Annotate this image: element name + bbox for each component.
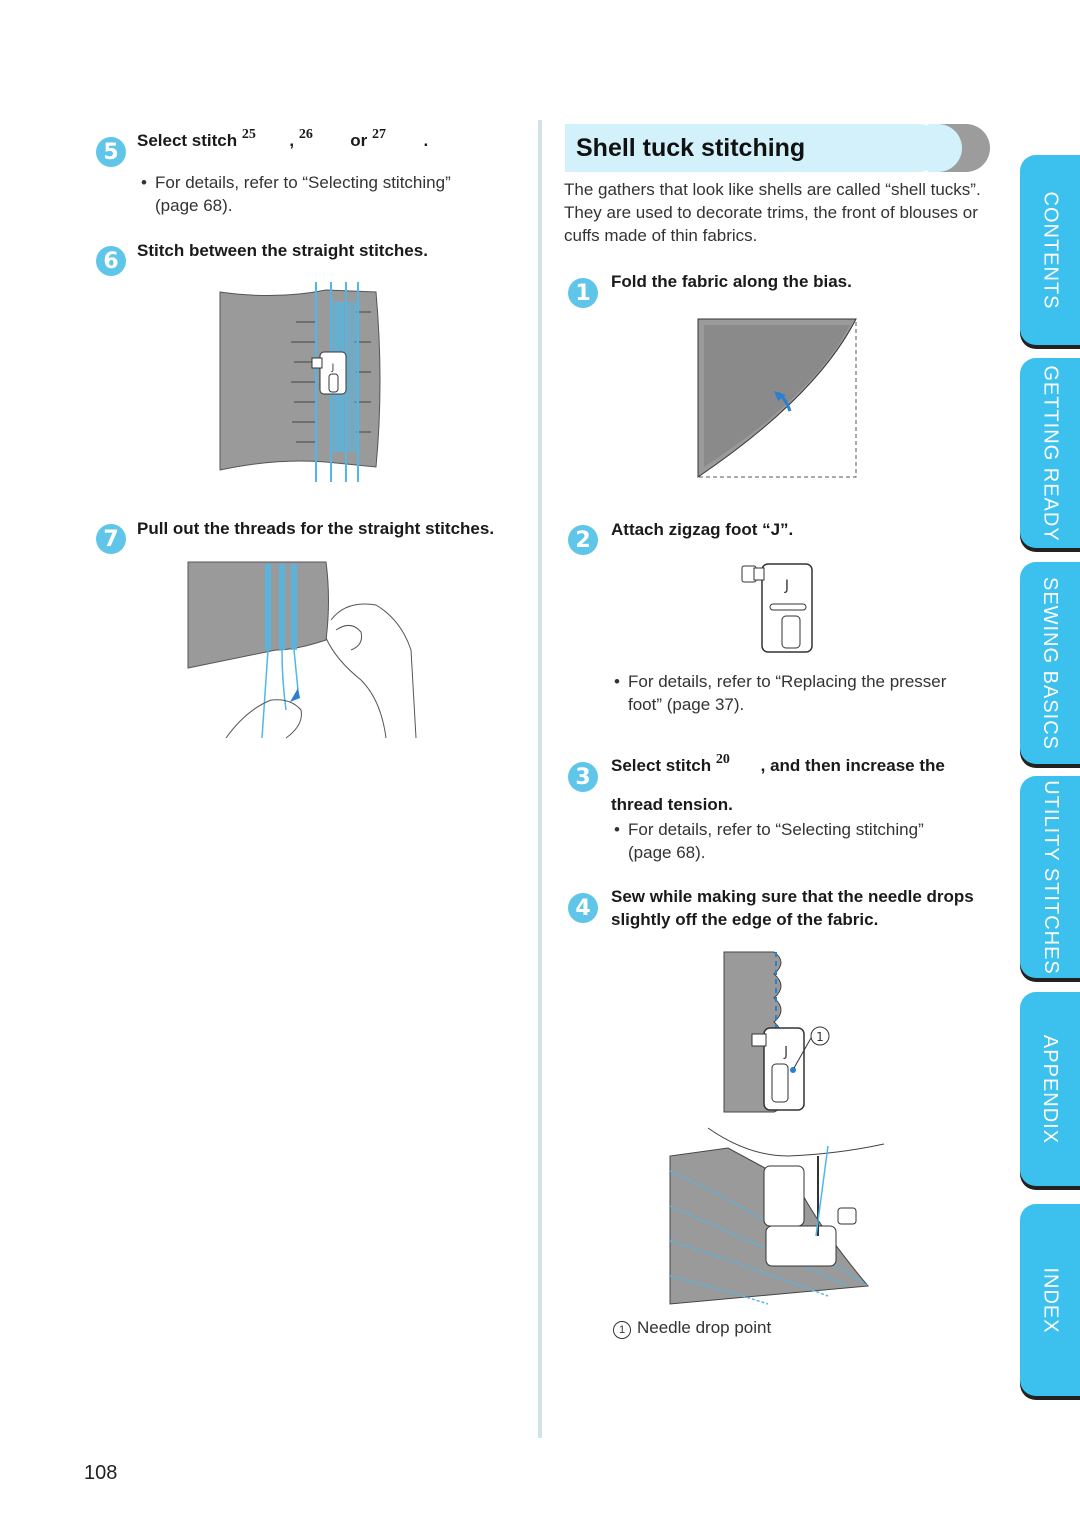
fold-fabric-illustration — [697, 318, 857, 478]
foot-letter-j: J — [784, 578, 789, 594]
step-4-title-line1: Sew while making sure that the needle dr… — [611, 887, 974, 906]
step-3-bullet: •For details, refer to “Selecting stitch… — [614, 820, 924, 862]
step-3-title-line2: thread tension. — [611, 795, 733, 814]
stitch-26: 26 — [298, 127, 313, 142]
tab-index[interactable]: INDEX — [1020, 1204, 1080, 1396]
step-7-title: Pull out the threads for the straight st… — [137, 519, 495, 538]
step-1-title: Fold the fabric along the bias. — [611, 272, 852, 291]
tab-contents-label: CONTENTS — [1039, 191, 1062, 309]
stitch-27: 27 — [372, 127, 387, 142]
step-5-prefix: Select stitch — [137, 131, 238, 150]
callout-1: 1 — [816, 1030, 824, 1044]
step-3-title: Select stitch 20 , and then increase the — [611, 752, 945, 776]
step-5-number: 5 — [96, 137, 126, 167]
step-5-bullet: •For details, refer to “Selecting stitch… — [141, 173, 451, 215]
section-title: Shell tuck stitching — [576, 134, 806, 162]
tab-index-label: INDEX — [1039, 1266, 1062, 1334]
tab-getting-ready[interactable]: GETTING READY — [1020, 358, 1080, 548]
foot-letter-j-small: J — [331, 363, 335, 373]
step-5-end: . — [423, 131, 429, 150]
tab-appendix-label: APPENDIX — [1039, 1034, 1062, 1144]
step-5-bullet-text: For details, refer to “Selecting stitchi… — [155, 173, 451, 215]
step-3-bullet-text: For details, refer to “Selecting stitchi… — [628, 820, 924, 862]
column-divider — [538, 120, 542, 1438]
caption-callout: 1 — [613, 1321, 631, 1339]
step-2-bullet-text: For details, refer to “Replacing the pre… — [628, 672, 947, 714]
step-4-title-line2: slightly off the edge of the fabric. — [611, 910, 879, 929]
stitch-20: 20 — [715, 752, 730, 767]
step-5-sep: , — [289, 131, 295, 150]
tab-sewing-basics[interactable]: SEWING BASICS — [1020, 562, 1080, 764]
tab-appendix[interactable]: APPENDIX — [1020, 992, 1080, 1186]
pull-threads-illustration — [187, 561, 417, 739]
step-7-number: 7 — [96, 524, 126, 554]
step-6-title: Stitch between the straight stitches. — [137, 241, 428, 260]
sewing-shell-tuck-illustration — [669, 1127, 885, 1305]
tab-utility-stitches[interactable]: UTILITY STITCHES — [1020, 776, 1080, 978]
figure-caption: 1 Needle drop point — [613, 1316, 771, 1339]
step-1-number: 1 — [568, 278, 598, 308]
zigzag-foot-j-illustration: J — [741, 563, 813, 653]
step-3-prefix: Select stitch — [611, 756, 712, 775]
tab-utility-stitches-label: UTILITY STITCHES — [1039, 779, 1062, 975]
foot-letter-j-needle: J — [783, 1045, 788, 1060]
stitch-25: 25 — [241, 127, 256, 142]
step-2-title: Attach zigzag foot “J”. — [611, 520, 794, 539]
smocking-stitch-illustration: J — [219, 282, 381, 482]
step-2-number: 2 — [568, 525, 598, 555]
page-number: 108 — [84, 1462, 118, 1484]
step-5-or: or — [350, 131, 368, 150]
step-2-bullet: •For details, refer to “Replacing the pr… — [614, 672, 947, 714]
tab-contents[interactable]: CONTENTS — [1020, 155, 1080, 345]
step-5-title: Select stitch 25 , 26 or 27 . — [137, 127, 429, 151]
needle-drop-illustration: J 1 — [723, 951, 830, 1113]
tab-getting-ready-label: GETTING READY — [1039, 364, 1062, 542]
tab-sewing-basics-label: SEWING BASICS — [1039, 576, 1062, 750]
caption-text: Needle drop point — [637, 1318, 772, 1337]
step-6-number: 6 — [96, 246, 126, 276]
step-3-number: 3 — [568, 762, 598, 792]
section-intro: The gathers that look like shells are ca… — [564, 180, 981, 245]
step-3-suffix: , and then increase the — [760, 756, 945, 775]
section-title-bar — [565, 124, 943, 172]
step-4-number: 4 — [568, 893, 598, 923]
